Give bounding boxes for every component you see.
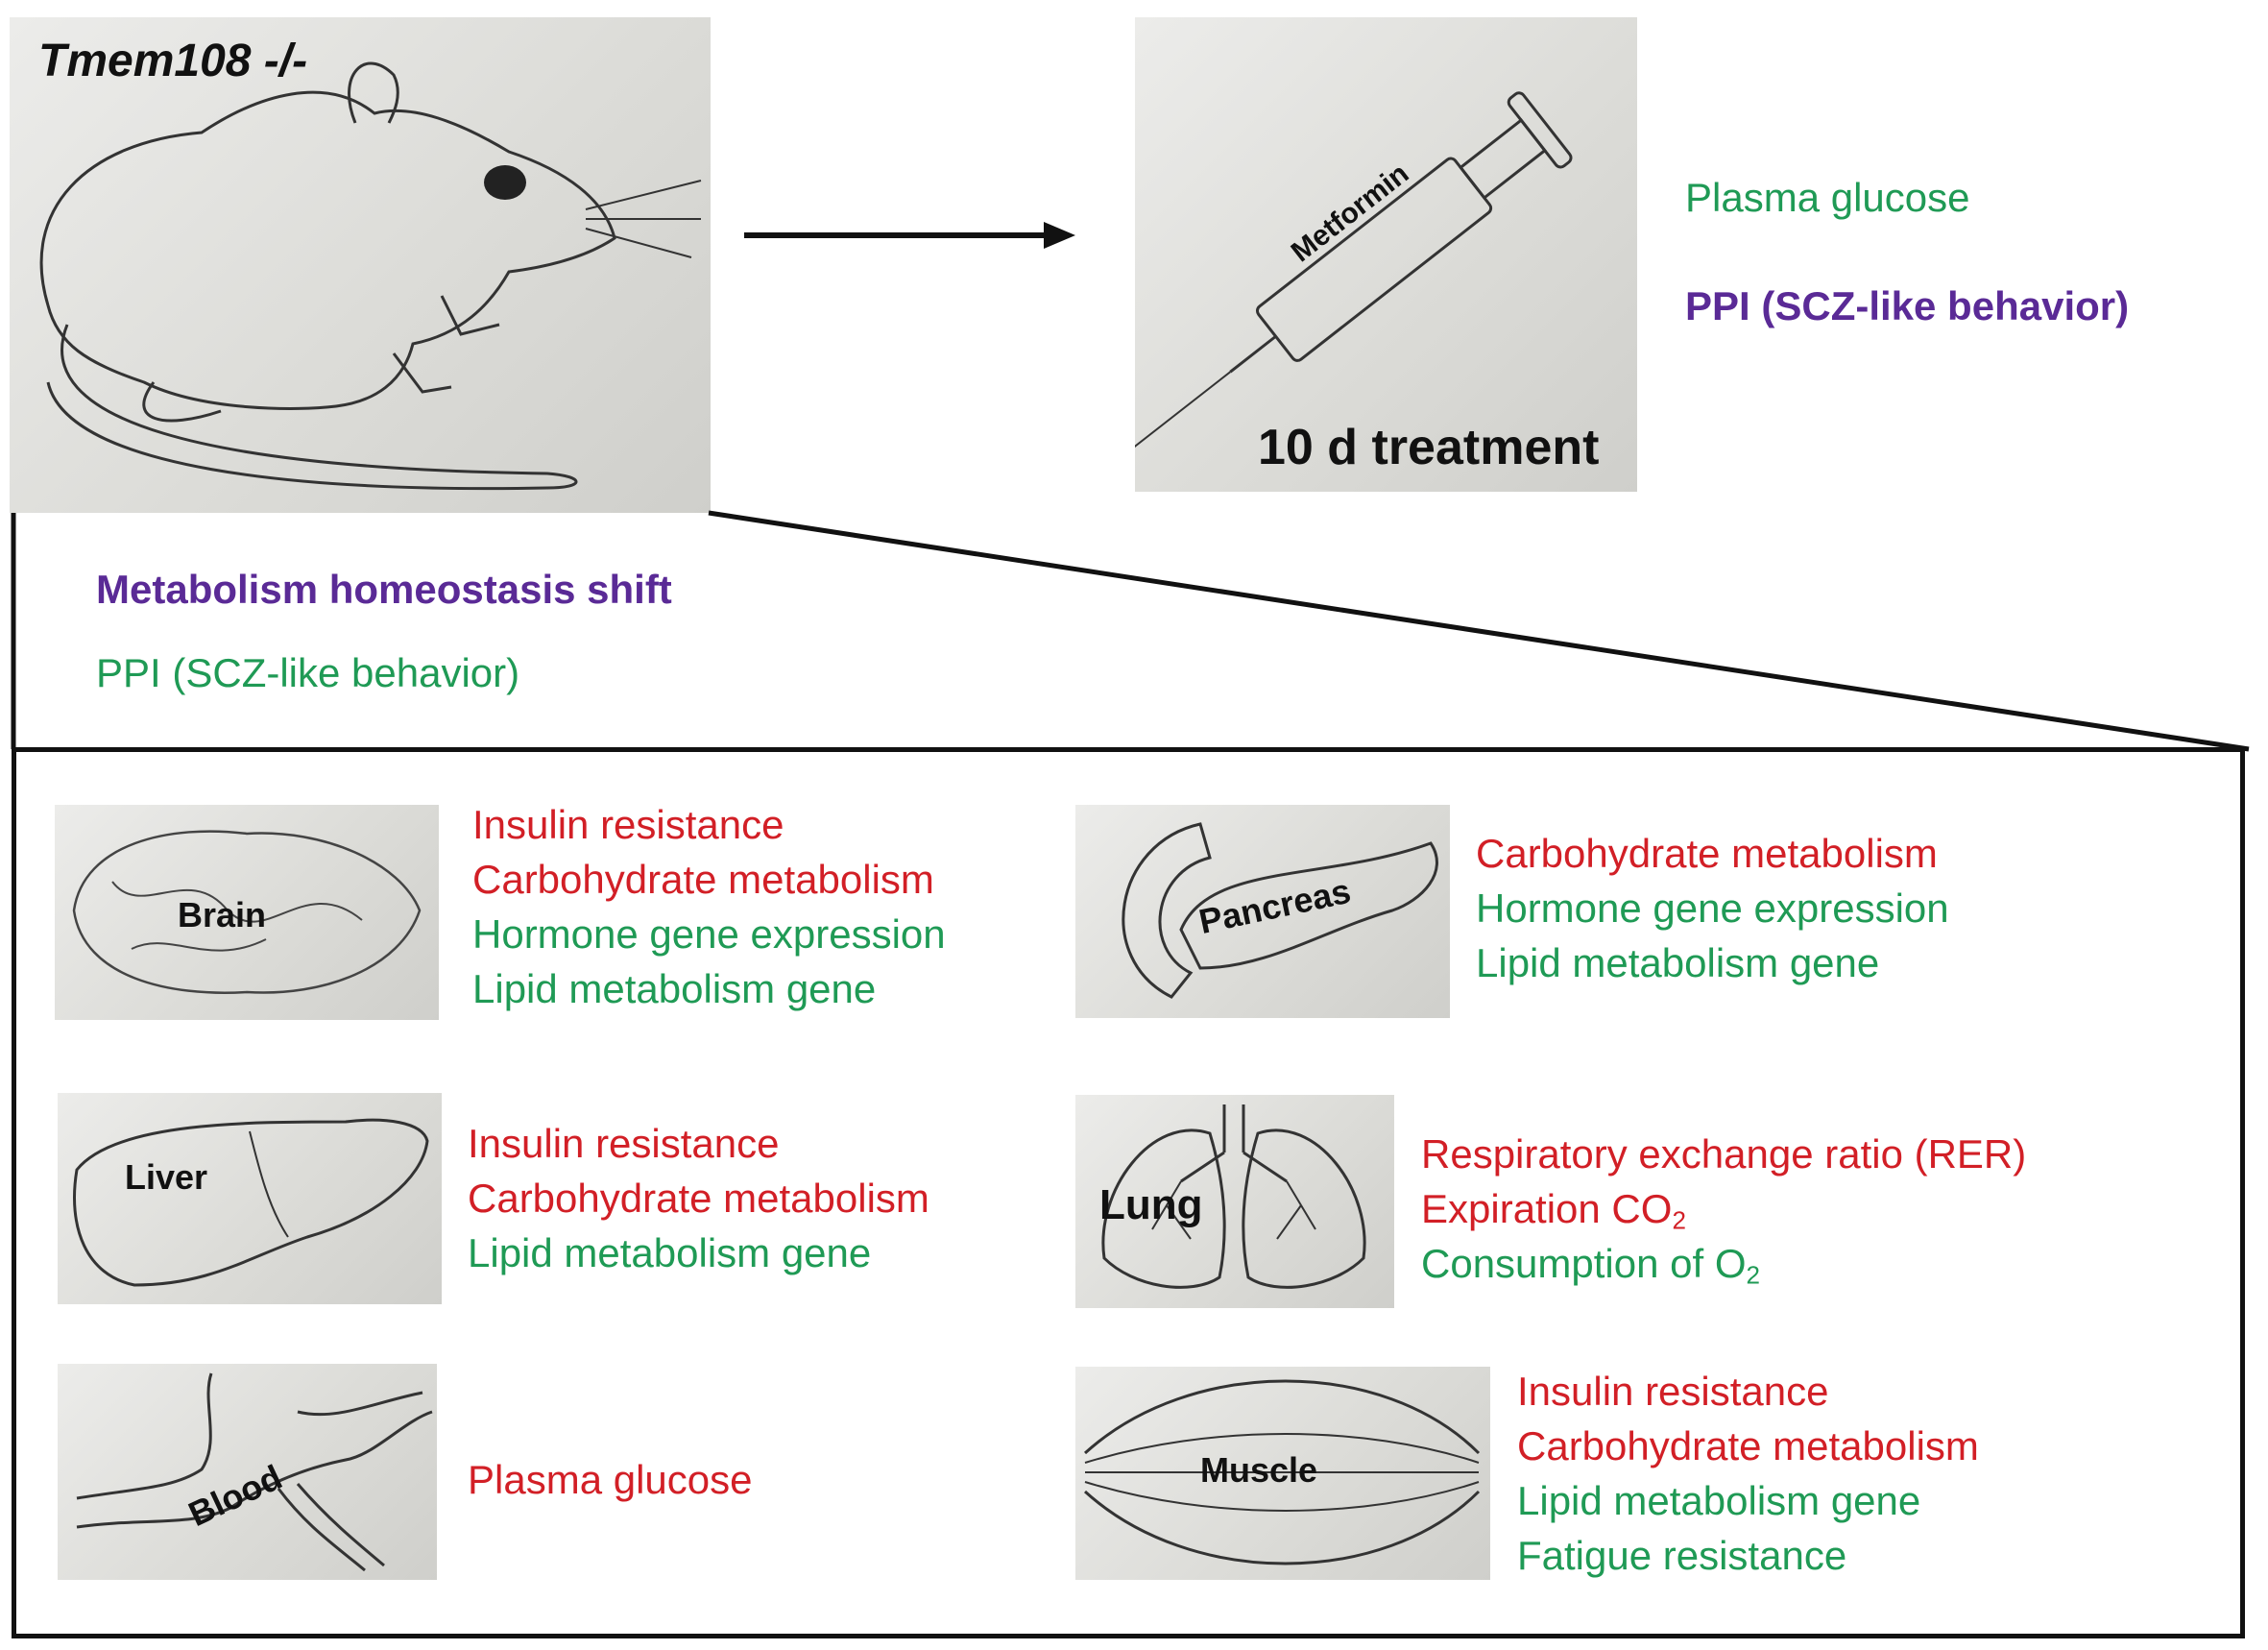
treatment-duration: 10 d treatment	[1258, 420, 1600, 475]
brain-effect-item: Carbohydrate metabolism	[472, 857, 934, 902]
muscle-effects: Insulin resistance Carbohydrate metaboli…	[1517, 1364, 1979, 1583]
liver-sketch	[73, 1118, 429, 1287]
muscle-drawing	[1075, 1367, 1490, 1580]
organ-label-brain: Brain	[178, 895, 267, 934]
outcome-plasma-glucose: Plasma glucose	[1685, 175, 1970, 220]
pancreas-drawing	[1075, 805, 1450, 1018]
phenotype-ppi: PPI (SCZ-like behavior)	[96, 650, 520, 695]
muscle-effect-item: Carbohydrate metabolism	[1517, 1423, 1979, 1468]
lung-effect-item: Expiration CO2	[1421, 1181, 2026, 1236]
blood-effect-item: Plasma glucose	[468, 1457, 753, 1502]
liver-effect-item: Insulin resistance	[468, 1121, 780, 1166]
lung-effect-subscript: 2	[1746, 1260, 1760, 1290]
muscle-effect-item: Fatigue resistance	[1517, 1533, 1847, 1578]
pancreas-effect-item: Carbohydrate metabolism	[1476, 831, 1938, 876]
organ-label-liver: Liver	[125, 1157, 208, 1197]
mouse-genotype-label: Tmem108 -/-	[38, 36, 308, 86]
organ-panel	[12, 747, 2245, 1638]
brain-sketch	[72, 830, 422, 994]
organ-label-muscle: Muscle	[1200, 1450, 1318, 1490]
brain-effect-item: Insulin resistance	[472, 802, 784, 847]
liver-drawing	[58, 1093, 442, 1304]
brain-drawing	[55, 805, 439, 1020]
organ-label-lung: Lung	[1099, 1181, 1203, 1228]
lung-effects: Respiratory exchange ratio (RER) Expirat…	[1421, 1127, 2026, 1291]
phenotype-metabolism: Metabolism homeostasis shift	[96, 567, 672, 612]
liver-effect-item: Lipid metabolism gene	[468, 1230, 872, 1275]
brain-effect-item: Lipid metabolism gene	[472, 966, 877, 1011]
blood-drawing	[58, 1364, 437, 1580]
lung-effect-item: Respiratory exchange ratio (RER)	[1421, 1127, 2026, 1181]
lung-effect-text: Expiration CO	[1421, 1186, 1673, 1231]
syringe-sketch	[1135, 91, 1573, 473]
liver-effects: Insulin resistance Carbohydrate metaboli…	[468, 1116, 929, 1280]
pancreas-effects: Carbohydrate metabolism Hormone gene exp…	[1476, 826, 1949, 990]
muscle-effect-item: Insulin resistance	[1517, 1369, 1829, 1414]
lung-drawing	[1075, 1095, 1394, 1308]
brain-effects: Insulin resistance Carbohydrate metaboli…	[472, 797, 946, 1016]
mouse-sketch	[39, 61, 702, 491]
brain-effect-item: Hormone gene expression	[472, 911, 946, 957]
outcome-ppi: PPI (SCZ-like behavior)	[1685, 283, 2130, 328]
lung-sketch	[1101, 1104, 1366, 1289]
liver-effect-item: Carbohydrate metabolism	[468, 1176, 929, 1221]
pancreas-effect-item: Lipid metabolism gene	[1476, 940, 1880, 985]
lung-effect-item: Consumption of O2	[1421, 1236, 2026, 1291]
blood-effects: Plasma glucose	[468, 1452, 752, 1507]
pancreas-effect-item: Hormone gene expression	[1476, 886, 1949, 931]
lung-effect-subscript: 2	[1672, 1205, 1686, 1235]
muscle-sketch	[1083, 1379, 1481, 1565]
mouse-drawing	[10, 17, 711, 513]
arrow-icon	[744, 222, 1075, 249]
lung-effect-text: Consumption of O	[1421, 1241, 1747, 1286]
lung-effect-text: Respiratory exchange ratio (RER)	[1421, 1131, 2027, 1177]
syringe-drawing	[1135, 17, 1637, 492]
pancreas-sketch	[1122, 822, 1438, 999]
blood-sketch	[76, 1372, 433, 1572]
muscle-effect-item: Lipid metabolism gene	[1517, 1478, 1921, 1523]
